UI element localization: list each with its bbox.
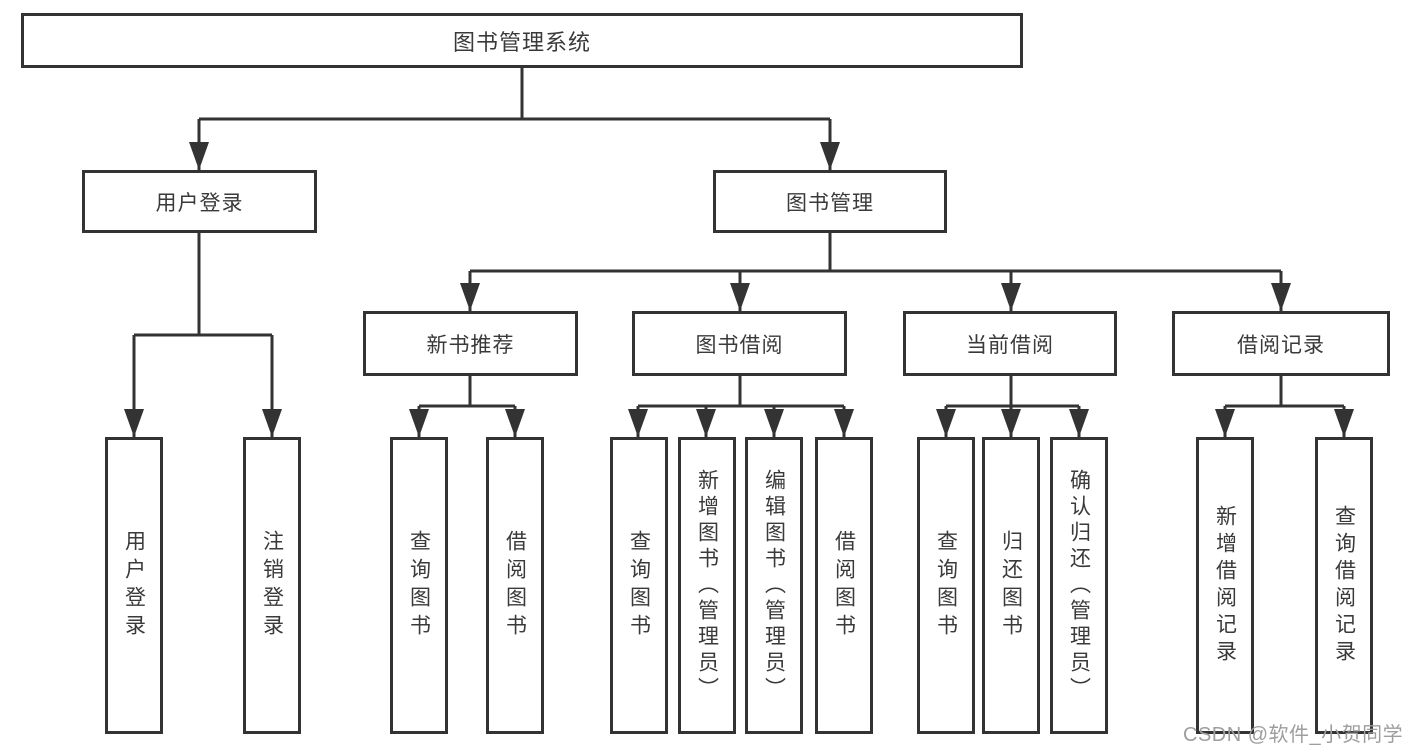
node-current-borrow: 当前借阅 [903,311,1117,376]
leaf-query-books-recommend: 查询图书 [390,437,448,734]
leaf-query-borrow-record: 查询借阅记录 [1315,437,1373,734]
node-user-login: 用户登录 [82,170,317,233]
leaf-add-borrow-record: 新增借阅记录 [1196,437,1254,734]
leaf-query-books-borrow: 查询图书 [610,437,668,734]
leaf-return-books: 归还图书 [982,437,1040,734]
arrow-icon [1069,409,1089,437]
arrow-icon [628,409,648,437]
arrow-icon [262,409,282,437]
arrow-icon [409,409,429,437]
arrow-icon [820,142,840,170]
node-book-borrow: 图书借阅 [632,311,847,376]
arrow-icon [1001,283,1021,311]
node-new-book-recommend: 新书推荐 [363,311,578,376]
arrow-icon [834,409,854,437]
leaf-logout: 注销登录 [243,437,301,734]
arrow-icon [460,283,480,311]
node-book-management: 图书管理 [713,170,947,233]
watermark: CSDN @软件_小贺同学 [1183,724,1404,746]
arrow-icon [936,409,956,437]
node-borrow-records: 借阅记录 [1172,311,1390,376]
arrow-icon [1334,409,1354,437]
arrow-icon [764,409,784,437]
leaf-query-books-current: 查询图书 [917,437,975,734]
arrow-icon [696,409,716,437]
leaf-borrow-books: 借阅图书 [815,437,873,734]
leaf-edit-books-admin: 编辑图书（管理员） [745,437,803,734]
arrow-icon [1001,409,1021,437]
arrow-icon [189,142,209,170]
arrow-icon [505,409,525,437]
leaf-confirm-return-admin: 确认归还（管理员） [1050,437,1108,734]
leaf-add-books-admin: 新增图书（管理员） [678,437,736,734]
leaf-user-login: 用户登录 [105,437,163,734]
leaf-borrow-books-recommend: 借阅图书 [486,437,544,734]
arrow-icon [1215,409,1235,437]
arrow-icon [1271,283,1291,311]
arrow-icon [730,283,750,311]
arrow-icon [124,409,144,437]
arrowheads [124,142,1354,437]
node-library-management-system: 图书管理系统 [21,13,1023,68]
